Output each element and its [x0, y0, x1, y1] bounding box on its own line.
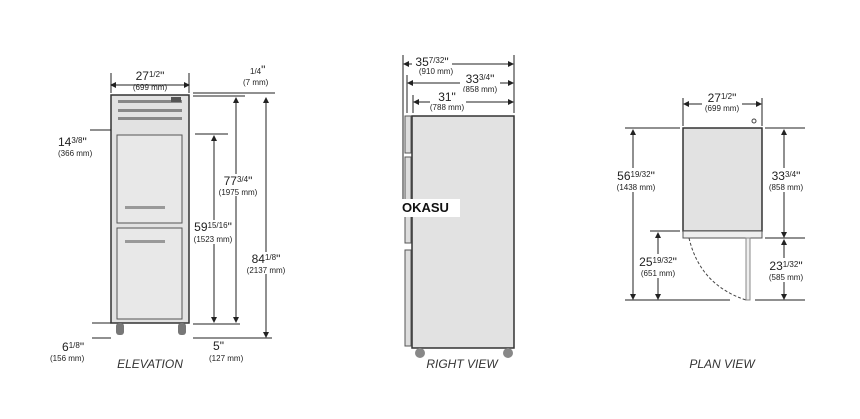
- open-depth-mm: (1438 mm): [617, 183, 656, 192]
- caster-height-label: 61/8": [62, 340, 84, 354]
- cabinet-top: [682, 127, 763, 232]
- door-handle: [125, 206, 165, 209]
- watermark-text: OKASU: [402, 200, 449, 215]
- lower-door: [116, 227, 183, 320]
- floor-gap-mm: (127 mm): [209, 354, 244, 363]
- top-gap-mm: (7 mm): [243, 78, 269, 87]
- caster: [415, 348, 425, 358]
- swing-mm: (651 mm): [641, 269, 676, 278]
- grille: [118, 100, 182, 103]
- swing-label: 2519/32": [639, 255, 677, 269]
- door-swing-label: 231/32": [769, 259, 802, 273]
- body-depth-label: 31": [438, 90, 456, 104]
- plan-view: 271/2" (699 mm) 5619/32" (1438 mm) 333/4…: [610, 91, 808, 371]
- door-handle: [125, 240, 165, 243]
- overall-depth-mm: (910 mm): [419, 67, 454, 76]
- door-swing-mm: (585 mm): [769, 273, 804, 282]
- door-open: [745, 237, 751, 301]
- elevation-view: 271/2" (699 mm) 1/4" (7 mm) 143/8" (366 …: [50, 63, 286, 371]
- grille: [118, 109, 182, 112]
- door-height-mm: (1523 mm): [194, 235, 233, 244]
- door-depth-mm: (858 mm): [463, 85, 498, 94]
- caster-height-mm: (156 mm): [50, 354, 85, 363]
- upper-door: [116, 134, 183, 224]
- controller: [171, 97, 181, 102]
- right-view-title: RIGHT VIEW: [426, 357, 499, 371]
- top-gap-label: 1/4": [250, 63, 265, 77]
- door-height-label: 5915/16": [194, 220, 232, 234]
- watermark: [400, 199, 460, 217]
- plan-width-label: 271/2": [708, 91, 737, 105]
- grille-height-label: 143/8": [58, 135, 87, 149]
- body-depth-mm: (788 mm): [430, 103, 465, 112]
- plan-depth-label: 333/4": [772, 169, 801, 183]
- plan-view-title: PLAN VIEW: [689, 357, 756, 371]
- grille-height-mm: (366 mm): [58, 149, 93, 158]
- elevation-width-mm: (699 mm): [133, 83, 168, 92]
- cord-icon: [751, 118, 757, 124]
- plan-width-mm: (699 mm): [705, 104, 740, 113]
- door-edge: [404, 249, 412, 347]
- caster: [503, 348, 513, 358]
- door-depth-label: 333/4": [466, 72, 495, 86]
- body-height-mm: (1975 mm): [219, 188, 258, 197]
- open-depth-label: 5619/32": [617, 169, 655, 183]
- elevation-width-label: 271/2": [136, 69, 165, 83]
- floor-gap-label: 5": [213, 339, 224, 353]
- caster: [178, 323, 186, 335]
- overall-height-label: 841/8": [252, 252, 281, 266]
- overall-depth-label: 357/32": [415, 55, 448, 69]
- door-swing-arc: [688, 237, 747, 301]
- caster: [116, 323, 124, 335]
- right-view: 357/32" (910 mm) 333/4" (858 mm) 31" (78…: [400, 55, 515, 371]
- plan-depth-mm: (858 mm): [769, 183, 804, 192]
- door-closed: [682, 230, 763, 239]
- elevation-title: ELEVATION: [117, 357, 183, 371]
- grille: [118, 117, 182, 120]
- body-height-label: 773/4": [224, 174, 253, 188]
- cabinet-side: [411, 115, 515, 349]
- overall-height-mm: (2137 mm): [247, 266, 286, 275]
- door-edge: [404, 115, 412, 154]
